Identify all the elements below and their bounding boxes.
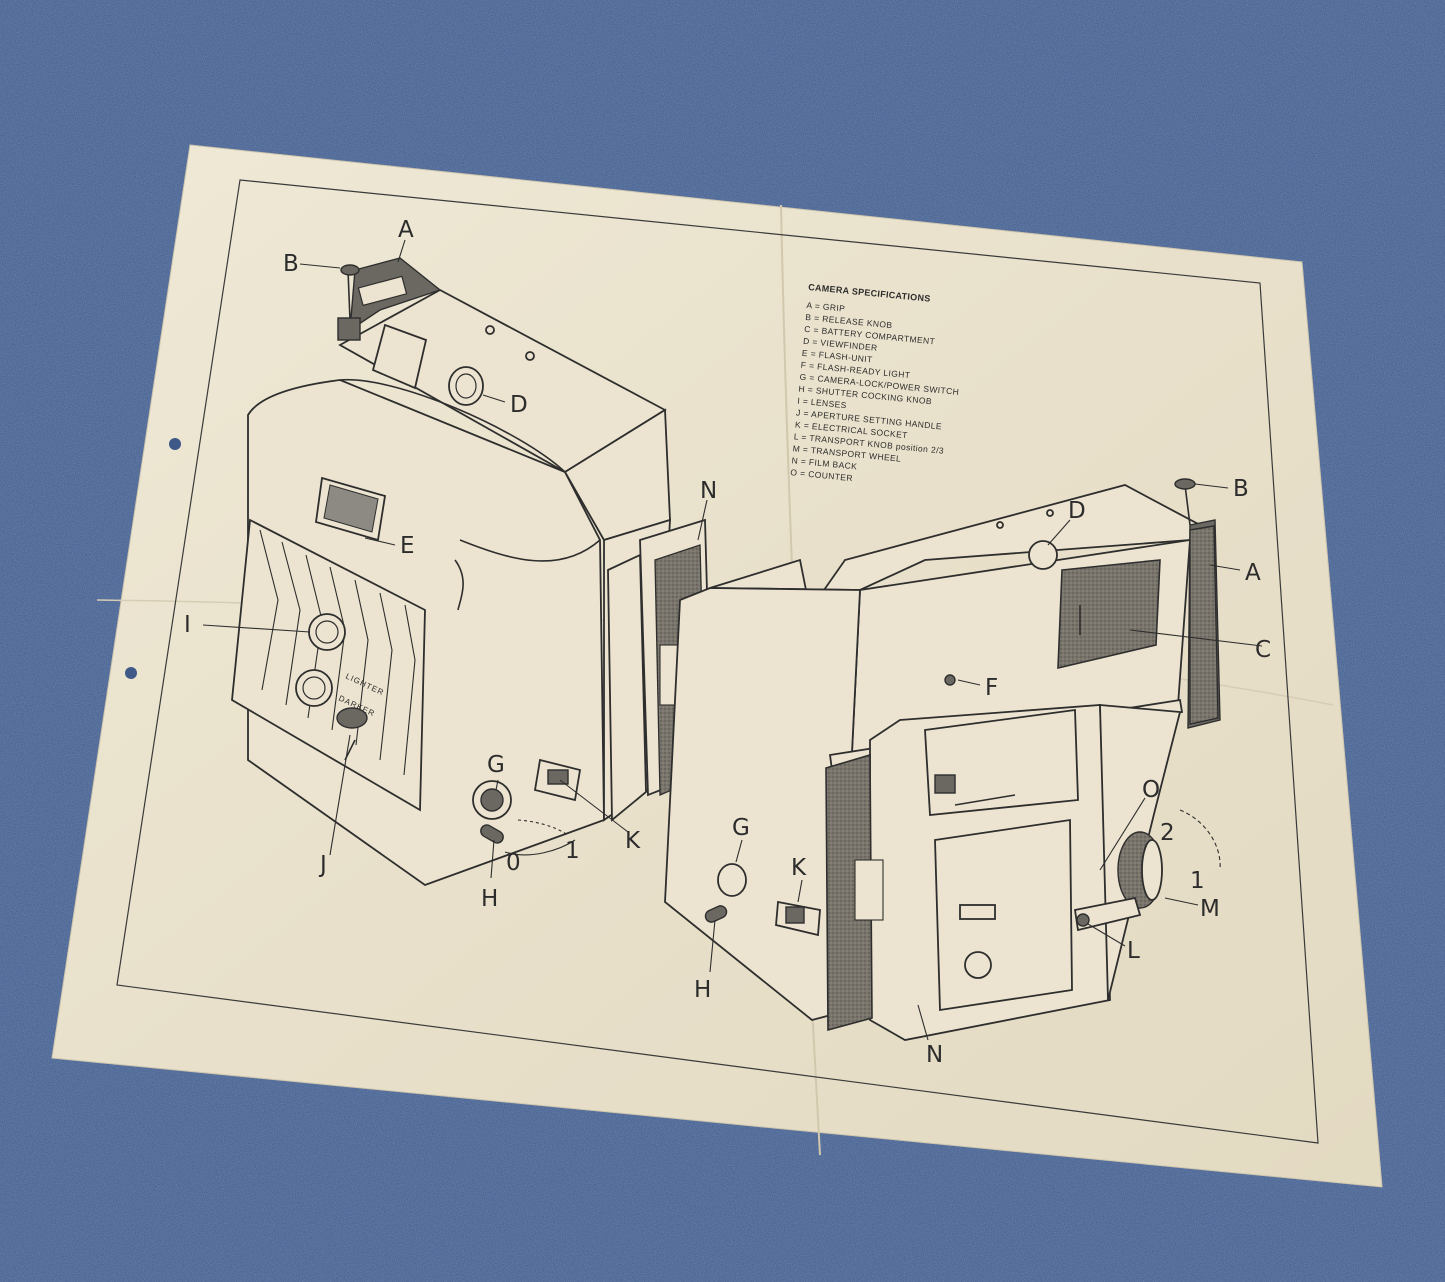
film-back-side-panel [825, 753, 873, 1032]
label-left-a: A [398, 217, 414, 243]
label-right-g: G [732, 815, 750, 841]
spec-item-i: I = LENSES [797, 396, 847, 411]
label-right-c: C [1255, 637, 1271, 663]
label-left-j: J [318, 852, 327, 878]
label-right-one: 1 [1190, 868, 1205, 894]
label-right-f: F [985, 675, 998, 701]
punch-hole-bottom [125, 667, 137, 679]
left-camera-front-view: LIGHTER DARKER [231, 257, 713, 887]
label-right-a: A [1245, 560, 1261, 586]
label-right-o: O [1142, 777, 1160, 803]
label-left-g: G [487, 752, 505, 778]
page-border [116, 179, 1319, 1144]
label-left-k: K [625, 828, 641, 854]
lens-panel [231, 518, 426, 812]
label-left-d: D [510, 392, 528, 418]
label-right-k: K [791, 855, 807, 881]
label-right-b: B [1233, 476, 1249, 502]
label-right-h: H [694, 977, 711, 1003]
label-right-two: 2 [1160, 820, 1175, 846]
viewfinder-eyepiece-back [1028, 540, 1058, 570]
right-camera-back-view [664, 478, 1221, 1041]
label-right-l: L [1127, 938, 1140, 964]
label-right-m: M [1200, 896, 1220, 922]
punch-hole-top [169, 438, 181, 450]
label-left-i: I [184, 612, 191, 638]
camera-lock-switch-back [717, 863, 747, 897]
label-left-zero: 0 [506, 850, 521, 876]
label-left-e: E [400, 533, 415, 559]
label-left-n: N [700, 478, 717, 504]
label-left-b: B [283, 251, 299, 277]
label-left-one: 1 [565, 838, 580, 864]
spec-item-a: A = GRIP [806, 300, 846, 314]
label-right-n: N [926, 1042, 943, 1068]
label-left-h: H [481, 886, 498, 912]
label-right-d: D [1068, 498, 1086, 524]
battery-compartment [1057, 559, 1161, 670]
